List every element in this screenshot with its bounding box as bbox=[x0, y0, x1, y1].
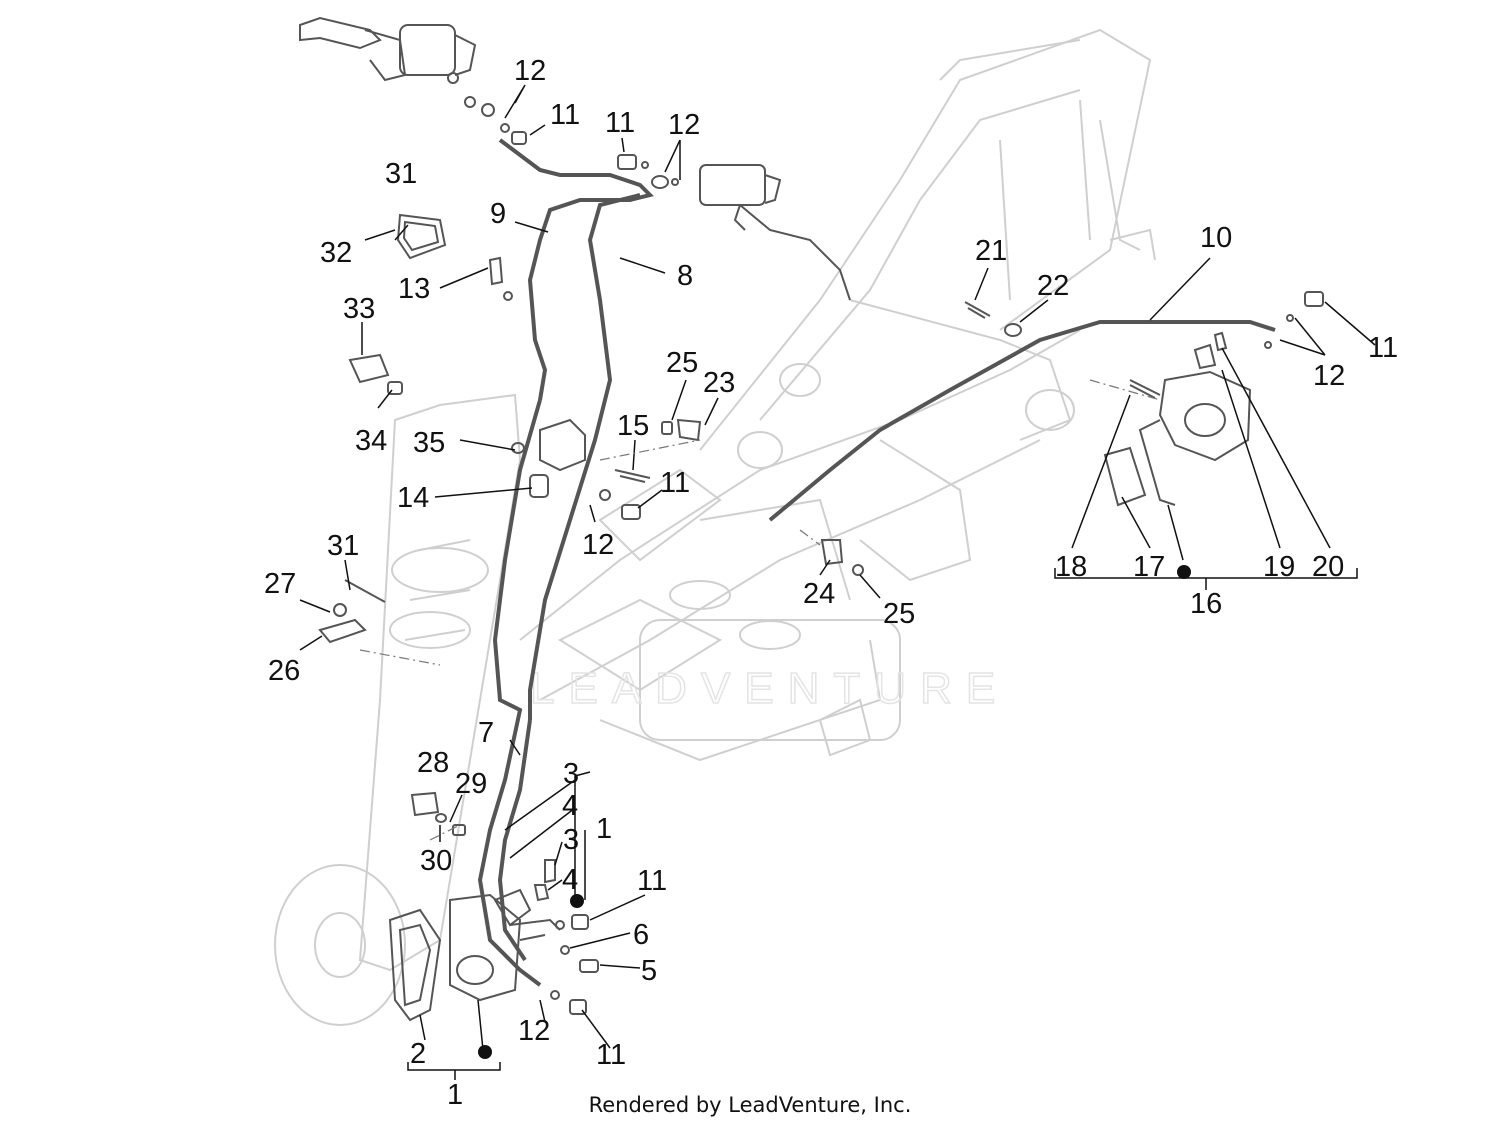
reference-dot bbox=[570, 894, 584, 908]
rear-brake-caliper bbox=[1103, 331, 1252, 507]
callout-13: 13 bbox=[398, 273, 430, 305]
hose-junction-14 bbox=[539, 418, 586, 472]
callout-1: 1 bbox=[596, 813, 612, 845]
callout-21: 21 bbox=[975, 235, 1007, 267]
watermark: LEADVENTURE bbox=[530, 664, 1009, 713]
callout-16: 16 bbox=[1190, 588, 1222, 620]
callout-31: 31 bbox=[327, 530, 359, 562]
reference-dot bbox=[1177, 565, 1191, 579]
callout-25: 25 bbox=[883, 598, 915, 630]
front-brake-lever bbox=[299, 16, 477, 84]
callout-33: 33 bbox=[343, 293, 375, 325]
callout-35: 35 bbox=[413, 427, 445, 459]
callout-14: 14 bbox=[397, 482, 429, 514]
callout-2: 2 bbox=[410, 1038, 426, 1070]
reference-dot bbox=[478, 1045, 492, 1059]
leader-lines bbox=[299, 84, 1376, 1080]
callout-9: 9 bbox=[490, 198, 506, 230]
callout-32: 32 bbox=[320, 237, 352, 269]
callout-20: 20 bbox=[1312, 551, 1344, 583]
callout-23: 23 bbox=[703, 367, 735, 399]
callout-31: 31 bbox=[385, 158, 417, 190]
callout-11: 11 bbox=[637, 865, 667, 897]
callout-34: 34 bbox=[355, 425, 387, 457]
banjo-bolts bbox=[464, 96, 1324, 1015]
callout-8: 8 bbox=[677, 260, 693, 292]
callout-3: 3 bbox=[563, 824, 579, 856]
callout-4: 4 bbox=[562, 790, 578, 822]
callout-17: 17 bbox=[1133, 551, 1165, 583]
callout-1: 1 bbox=[447, 1079, 463, 1111]
brake-hose-10 bbox=[768, 320, 1276, 522]
callout-28: 28 bbox=[417, 747, 449, 779]
callout-7: 7 bbox=[478, 717, 494, 749]
callout-12: 12 bbox=[1313, 360, 1345, 392]
brake-parts bbox=[299, 16, 1324, 1022]
callout-10: 10 bbox=[1200, 222, 1232, 254]
callout-labels: 12 11 11 12 31 9 32 8 13 33 25 23 15 34 … bbox=[264, 55, 1398, 1111]
callout-11: 11 bbox=[550, 99, 580, 131]
callout-27: 27 bbox=[264, 568, 296, 600]
footer-credit: Rendered by LeadVenture, Inc. bbox=[588, 1093, 912, 1117]
callout-18: 18 bbox=[1055, 551, 1087, 583]
callout-29: 29 bbox=[455, 768, 487, 800]
callout-6: 6 bbox=[633, 919, 649, 951]
callout-11: 11 bbox=[1368, 332, 1398, 364]
callout-12: 12 bbox=[668, 109, 700, 141]
callout-24: 24 bbox=[803, 578, 835, 610]
brake-hose-9 bbox=[498, 138, 654, 401]
callout-19: 19 bbox=[1263, 551, 1295, 583]
callout-30: 30 bbox=[420, 845, 452, 877]
callout-3: 3 bbox=[563, 758, 579, 790]
callout-11: 11 bbox=[605, 107, 635, 139]
callout-12: 12 bbox=[582, 529, 614, 561]
front-brake-caliper bbox=[388, 859, 561, 1022]
callout-12: 12 bbox=[518, 1015, 550, 1047]
callout-12: 12 bbox=[514, 55, 546, 87]
callout-25: 25 bbox=[666, 347, 698, 379]
callout-15: 15 bbox=[617, 410, 649, 442]
callout-26: 26 bbox=[268, 655, 300, 687]
callout-11: 11 bbox=[660, 467, 690, 499]
callout-22: 22 bbox=[1037, 270, 1069, 302]
scooter-frame-background bbox=[274, 28, 1156, 1026]
callout-5: 5 bbox=[641, 955, 657, 987]
rear-brake-master-cylinder bbox=[699, 164, 851, 301]
dash-lines bbox=[359, 379, 1161, 841]
callout-4: 4 bbox=[562, 864, 578, 896]
callout-11: 11 bbox=[596, 1039, 626, 1071]
